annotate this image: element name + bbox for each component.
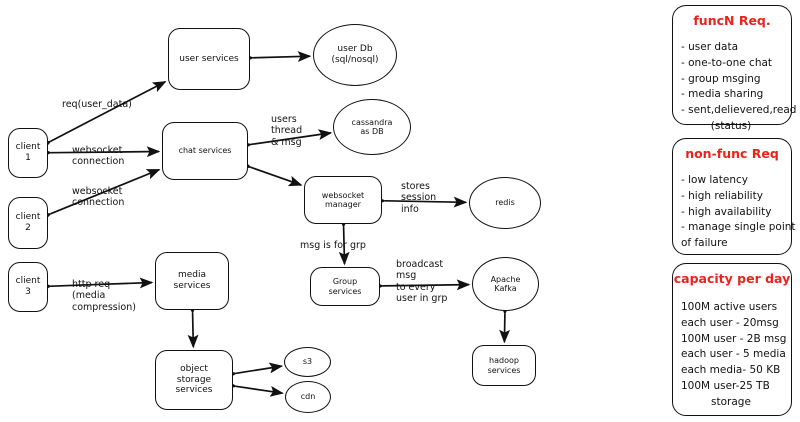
panel-title-non-functional-requirements: non-func Req (685, 146, 779, 161)
panel-title-functional-requirements: funcN Req. (693, 13, 771, 28)
node-chat-services: chat services (162, 122, 248, 180)
edge-apache-kafka-to-hadoop-services (499, 301, 511, 344)
edge-client1-to-chat-services (38, 146, 161, 159)
panel-item: - manage single point (681, 221, 796, 234)
edge-user-services-to-user-db (240, 51, 312, 64)
panel-body-non-functional-requirements: - low latency - high reliability - high av… (681, 173, 796, 252)
panel-capacity-per-day: capacity per day 100M active users each us… (672, 263, 792, 416)
panel-item: storage (711, 395, 751, 408)
node-label-s3: s3 (302, 357, 313, 367)
panel-item: each user - 20msg (681, 316, 779, 329)
panel-item: - low latency (681, 174, 748, 186)
node-s3: s3 (284, 347, 331, 377)
node-label-user-db: user Db(sql/nosql) (331, 44, 379, 65)
panel-item: (status) (710, 119, 752, 132)
node-label-redis: redis (495, 198, 515, 208)
node-redis: redis (469, 177, 541, 229)
panel-item: 100M user-25 TB (681, 379, 770, 392)
panel-item: each media- 50 KB (681, 364, 781, 376)
edge-object-storage-services-to-s3 (223, 362, 284, 381)
edge-chat-services-to-websocket-manager (237, 158, 303, 187)
edge-client3-to-media-services (38, 277, 154, 293)
edge-label-req-user-data: req(user_data) (62, 99, 132, 110)
panel-item: - user data (681, 41, 739, 53)
edge-group-services-to-apache-kafka (370, 279, 471, 292)
panel-item: 100M user - 2B msg (681, 332, 787, 345)
panel-body-functional-requirements: - user data - one-to-one chat - group msgi… (681, 40, 797, 135)
panel-item: - high reliability (681, 189, 763, 202)
node-user-db: user Db(sql/nosql) (313, 24, 397, 86)
panel-item: of failure (681, 237, 728, 249)
edge-object-storage-services-to-cdn (223, 379, 284, 397)
edge-chat-services-to-cassandra (238, 129, 333, 152)
panel-functional-requirements: funcN Req.- user data- one-to-one chat- … (672, 5, 796, 132)
edge-label-msg-is-for-grp: msg is for grp (300, 240, 366, 251)
edge-client1-to-user-services (37, 80, 167, 152)
panel-item: - sent,delievered,read (681, 104, 797, 116)
edge-media-services-to-object-storage-services (186, 300, 199, 349)
node-label-user-services: user services (179, 53, 239, 64)
panel-item: - high availability (681, 205, 772, 218)
panel-item: 100M active users (681, 301, 778, 313)
node-label-chat-services: chat services (178, 146, 232, 156)
panel-item: - one-to-one chat (681, 56, 773, 69)
node-cdn: cdn (285, 381, 331, 413)
panel-item: each user - 5 media (681, 348, 786, 361)
panel-title-capacity-per-day: capacity per day (673, 271, 791, 286)
edge-websocket-manager-to-group-services (337, 214, 350, 266)
node-label-cdn: cdn (300, 392, 316, 402)
panel-item: - group msging (681, 72, 761, 85)
node-user-services: user services (168, 28, 250, 90)
panel-item: - media sharing (681, 88, 764, 101)
edge-websocket-manager-to-redis (372, 195, 468, 208)
panel-non-functional-requirements: non-func Req - low latency - high reliabil… (672, 138, 796, 255)
edge-client2-to-chat-services (37, 168, 161, 224)
panel-body-capacity-per-day: 100M active users each user - 20msg 100M u… (681, 300, 791, 410)
